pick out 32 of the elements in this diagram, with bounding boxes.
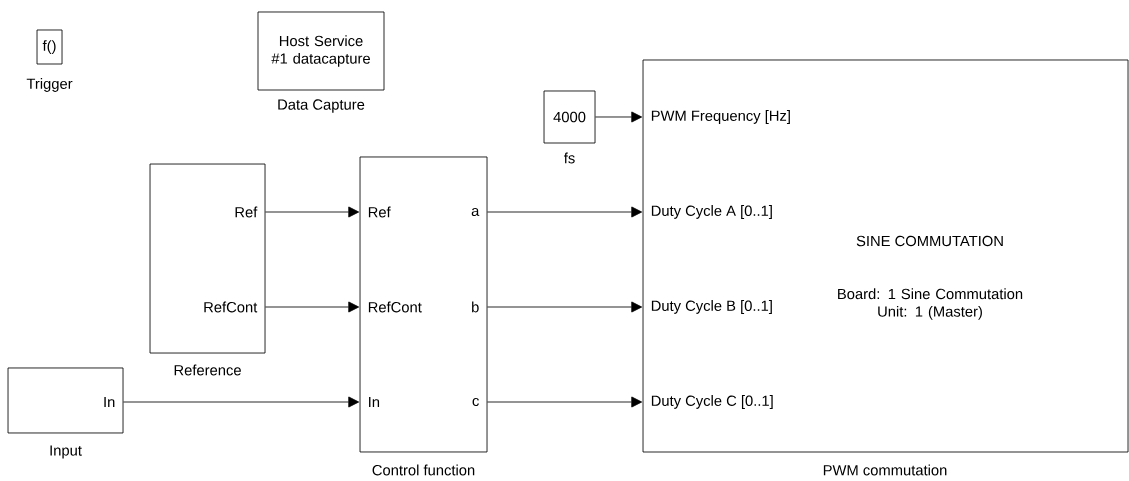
port-label: Duty Cycle A [0..1]: [651, 205, 772, 219]
arrow: [265, 206, 360, 218]
port-label: c: [472, 397, 479, 407]
port-label: In: [104, 396, 115, 408]
block-name: Control function: [372, 464, 475, 476]
port-label: PWM Frequency [Hz]: [651, 110, 790, 124]
block-text: Board: 1 Sine Commutation Unit: 1 (Master): [838, 288, 1023, 320]
port-label: Ref: [368, 206, 391, 218]
block-name: fs: [564, 152, 575, 164]
port-label: Duty Cycle C [0..1]: [651, 395, 773, 409]
block-text: SINE COMMUTATION: [856, 235, 1003, 247]
arrow: [265, 301, 360, 313]
arrow: [487, 301, 643, 313]
port-label: a: [471, 207, 480, 217]
block-text: f(): [42, 40, 56, 54]
block-name: Trigger: [26, 78, 73, 92]
port-label: RefCont: [204, 301, 258, 313]
arrow: [487, 396, 643, 408]
block-name: Input: [50, 445, 82, 459]
arrow: [487, 206, 643, 218]
port-label: In: [369, 396, 380, 408]
arrow: [123, 396, 360, 408]
block-name: Data Capture: [278, 99, 365, 113]
port-label: b: [472, 301, 479, 313]
block-name: Reference: [174, 364, 241, 376]
block-text: Host Service #1 datacapture: [271, 35, 370, 67]
port-label: RefCont: [368, 301, 422, 313]
port-label: Ref: [235, 206, 258, 218]
port-label: Duty Cycle B [0..1]: [651, 300, 772, 314]
block-text: 4000: [553, 111, 586, 123]
arrow: [595, 111, 643, 123]
block-name: PWM commutation: [823, 464, 947, 476]
